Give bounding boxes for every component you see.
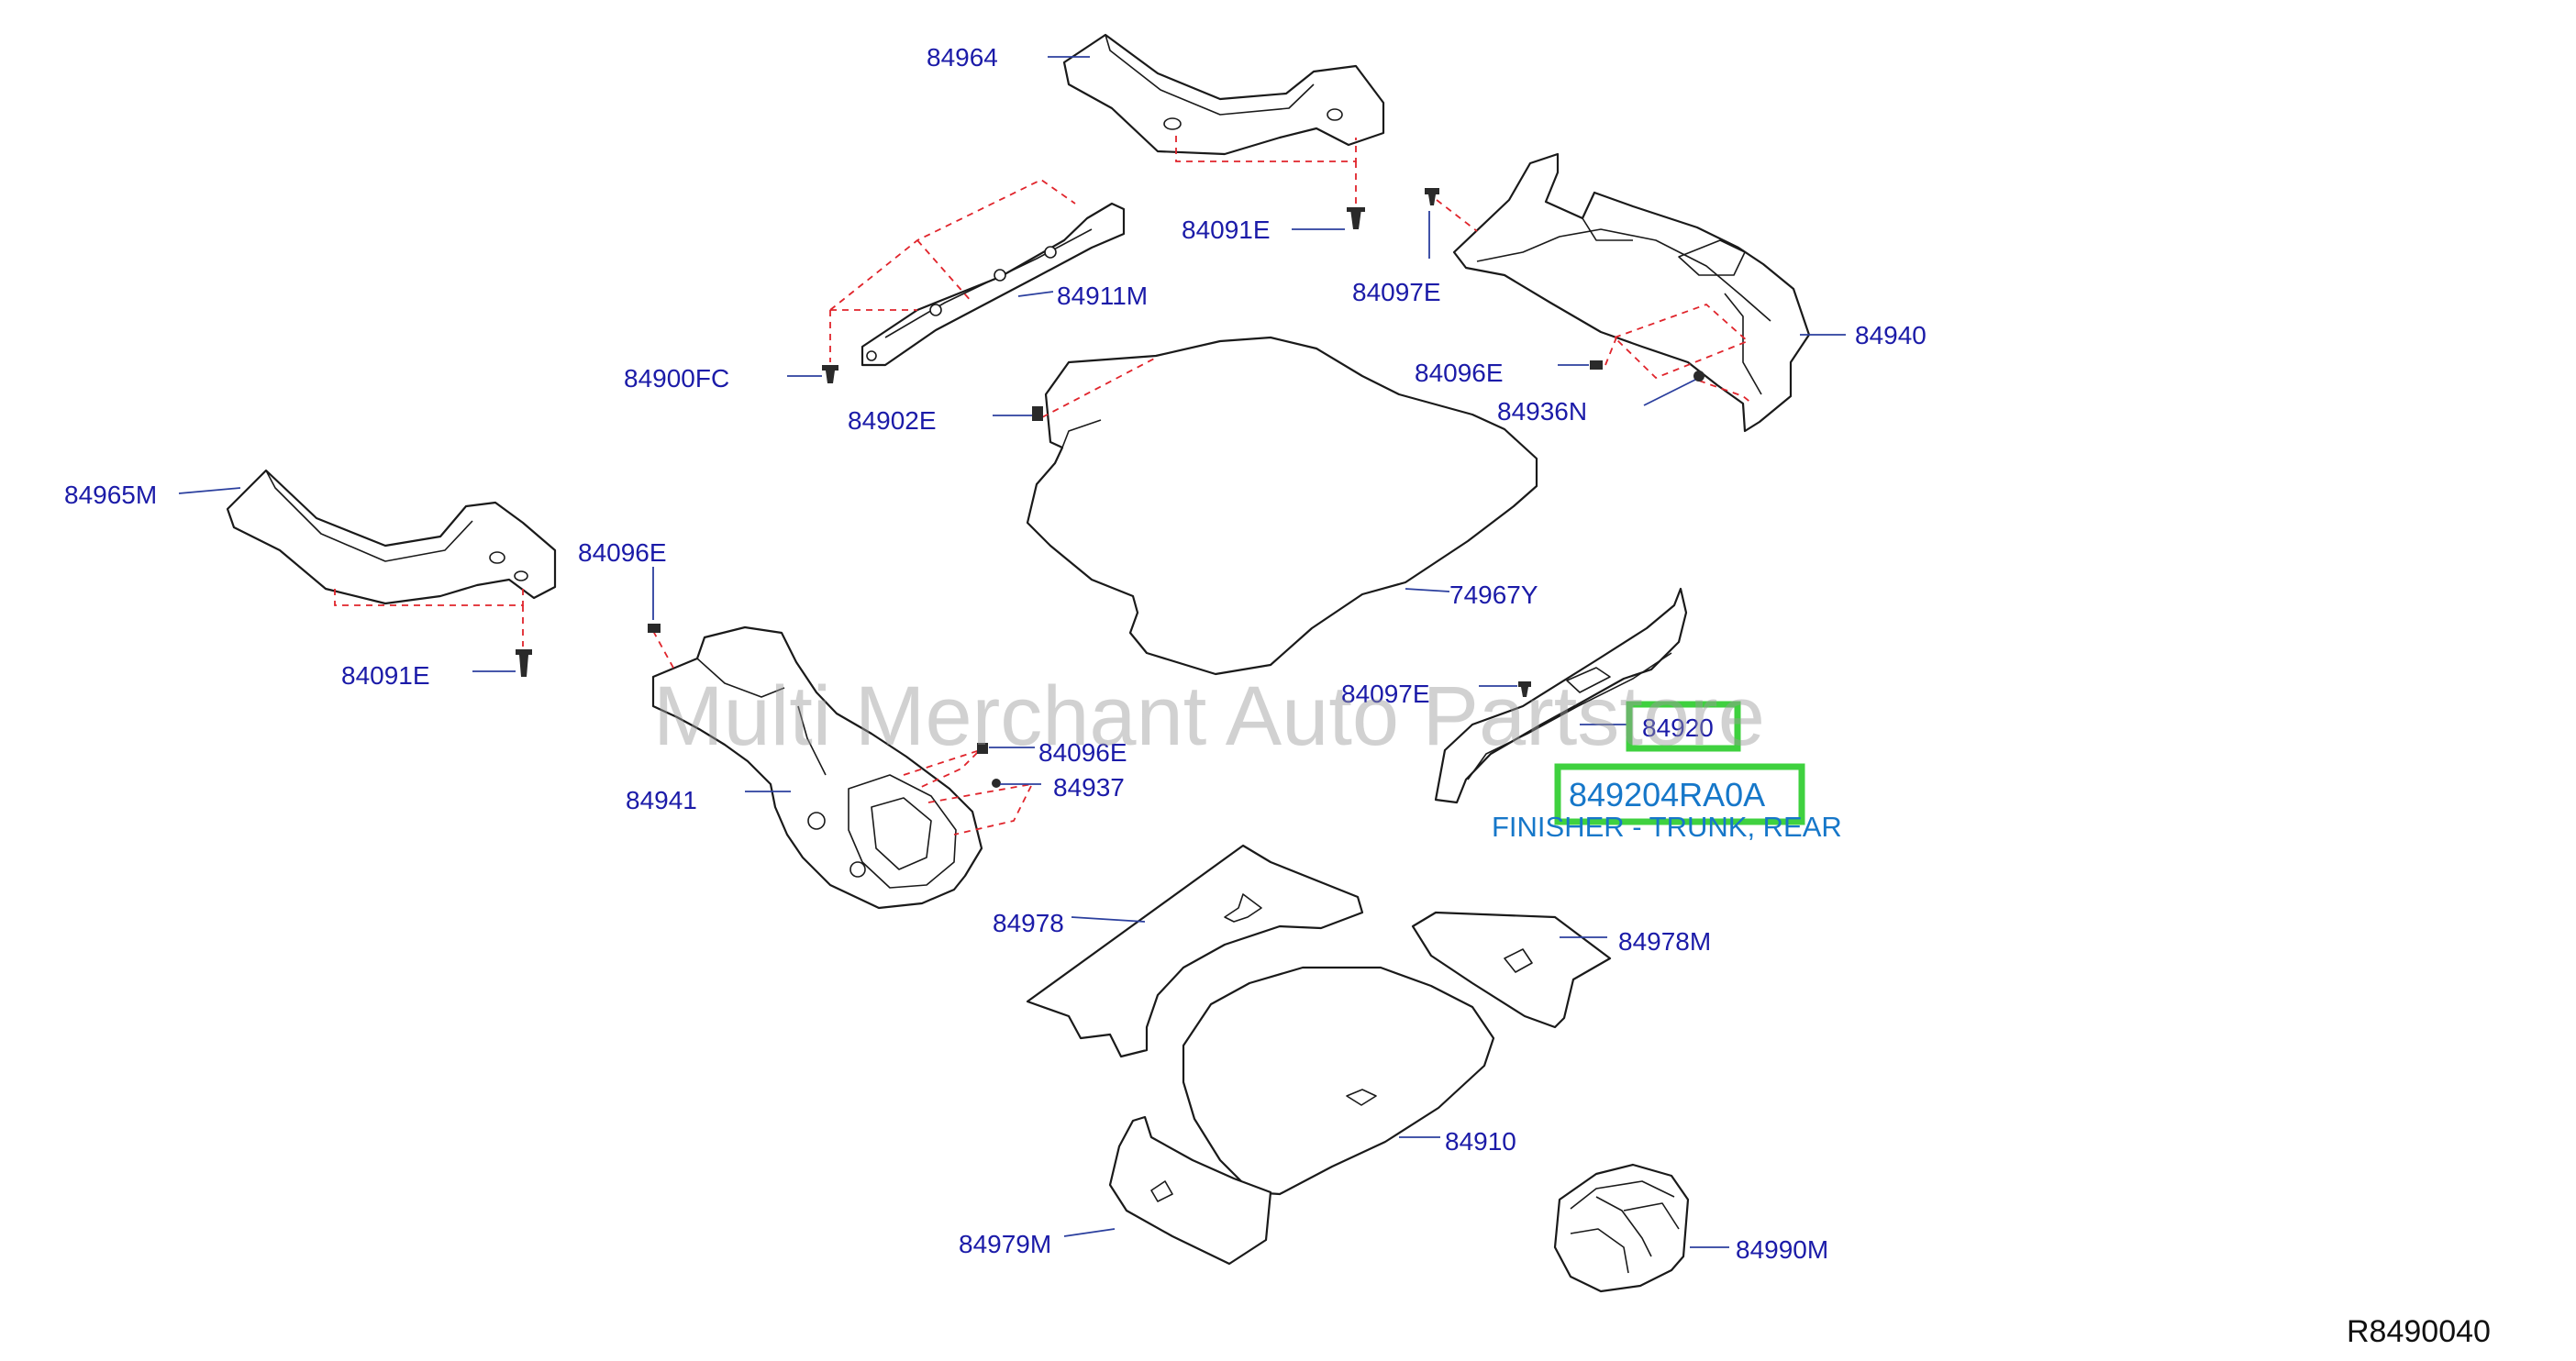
fastener-84091E-top[interactable] bbox=[1347, 207, 1365, 229]
part-84920-finisher-trunk-rear[interactable] bbox=[1434, 587, 1688, 804]
part-description: FINISHER - TRUNK, REAR bbox=[1492, 811, 1842, 843]
part-84990M[interactable] bbox=[1553, 1163, 1690, 1293]
part-84979M[interactable] bbox=[1108, 1115, 1272, 1266]
label-84900FC[interactable]: 84900FC bbox=[624, 364, 729, 393]
part-84978[interactable] bbox=[1026, 844, 1364, 1058]
diagram-reference: R8490040 bbox=[2347, 1314, 2491, 1349]
leader-84936N bbox=[1643, 379, 1696, 406]
part-74967Y[interactable] bbox=[1026, 336, 1538, 676]
leader-84911M bbox=[1017, 291, 1054, 297]
label-84097E-top[interactable]: 84097E bbox=[1352, 278, 1441, 306]
label-84940[interactable]: 84940 bbox=[1855, 321, 1926, 349]
fastener-84902E[interactable] bbox=[1032, 406, 1043, 421]
label-84965M[interactable]: 84965M bbox=[64, 481, 157, 509]
label-84910[interactable]: 84910 bbox=[1445, 1127, 1516, 1156]
label-74967Y[interactable]: 74967Y bbox=[1449, 581, 1538, 609]
label-84990M[interactable]: 84990M bbox=[1736, 1235, 1828, 1264]
fastener-84096E-right[interactable] bbox=[1590, 360, 1603, 370]
highlight-box-callout bbox=[1626, 701, 1741, 752]
label-84979M[interactable]: 84979M bbox=[959, 1230, 1051, 1258]
label-84920[interactable]: 84920 bbox=[1642, 714, 1714, 742]
label-84091E-left[interactable]: 84091E bbox=[341, 661, 430, 690]
label-84096E-mid[interactable]: 84096E bbox=[1038, 738, 1127, 767]
leader-74967Y bbox=[1405, 588, 1450, 592]
part-84965M[interactable] bbox=[226, 469, 557, 605]
fastener-84936N[interactable] bbox=[1693, 371, 1704, 382]
label-84097E-mid[interactable]: 84097E bbox=[1341, 680, 1430, 708]
label-84964[interactable]: 84964 bbox=[927, 43, 998, 72]
fastener-84937[interactable] bbox=[992, 779, 1001, 788]
label-84911M[interactable]: 84911M bbox=[1057, 282, 1148, 310]
part-number-849204RA0A[interactable]: 849204RA0A bbox=[1569, 776, 1765, 813]
fastener-84097E-mid[interactable] bbox=[1518, 681, 1531, 697]
label-84096E-left[interactable]: 84096E bbox=[578, 538, 667, 567]
watermark: Multi Merchant Auto Partstore bbox=[653, 669, 1765, 763]
fastener-84096E-left[interactable] bbox=[648, 624, 661, 633]
label-84902E[interactable]: 84902E bbox=[848, 406, 937, 435]
part-84978M[interactable] bbox=[1411, 911, 1612, 1029]
label-84941[interactable]: 84941 bbox=[626, 786, 697, 814]
fastener-84097E-top[interactable] bbox=[1425, 188, 1439, 205]
leader-84979M bbox=[1063, 1228, 1116, 1237]
label-84978[interactable]: 84978 bbox=[993, 909, 1064, 937]
part-84910[interactable] bbox=[1182, 966, 1495, 1196]
fastener-84091E-left[interactable] bbox=[516, 649, 532, 677]
highlight-box-part-number bbox=[1554, 763, 1805, 825]
fastener-84096E-mid[interactable] bbox=[977, 743, 988, 754]
part-84940[interactable] bbox=[1452, 152, 1811, 433]
label-84091E-top[interactable]: 84091E bbox=[1182, 216, 1271, 244]
label-84936N[interactable]: 84936N bbox=[1497, 397, 1587, 426]
label-84978M[interactable]: 84978M bbox=[1618, 927, 1711, 956]
part-84964[interactable] bbox=[1062, 33, 1385, 156]
label-84937[interactable]: 84937 bbox=[1053, 773, 1125, 802]
part-84911M[interactable] bbox=[861, 202, 1126, 367]
leader-84965M bbox=[178, 487, 241, 494]
fastener-84900FC[interactable] bbox=[822, 365, 838, 383]
part-84941[interactable] bbox=[651, 625, 983, 910]
label-84096E-right[interactable]: 84096E bbox=[1415, 359, 1504, 387]
leader-84978 bbox=[1071, 916, 1146, 923]
